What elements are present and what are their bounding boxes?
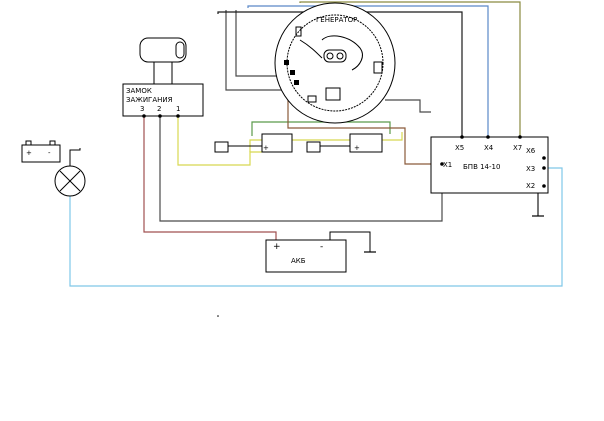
terminal-x4-pin xyxy=(486,135,490,139)
ignition-pin-1 xyxy=(176,114,180,118)
ignition-label-line1: ЗАМОК xyxy=(126,87,152,95)
ignition-pin-3 xyxy=(142,114,146,118)
battery-label: АКБ xyxy=(291,257,306,265)
generator-coil-pole-left xyxy=(326,52,334,60)
wire-generator-to-x5 xyxy=(225,10,292,91)
battery-ground-wire xyxy=(329,231,371,252)
terminal-x3-pin xyxy=(542,166,546,170)
battery-minus: - xyxy=(320,242,323,252)
ignition-body xyxy=(122,83,204,117)
generator-cam xyxy=(321,35,363,71)
battery-plus: + xyxy=(273,242,281,252)
wire-generator-right xyxy=(385,99,431,113)
wire-brown-to-x1 xyxy=(287,92,442,165)
left-battery-minus: - xyxy=(48,149,51,157)
generator-label: ГЕНЕРАТОР xyxy=(316,16,357,24)
wire-x5-rail xyxy=(235,10,280,77)
terminal-x6: X6 xyxy=(526,147,536,155)
wire-top-to-x7 xyxy=(299,1,521,137)
ignition-label-line2: ЗАЖИГАНИЯ xyxy=(126,96,173,104)
ignition-terminal-1: 1 xyxy=(176,105,180,113)
plug-cap-left: + xyxy=(214,133,293,153)
generator-terminal-strip xyxy=(284,60,299,85)
generator-link xyxy=(299,39,323,59)
terminal-x2-pin xyxy=(542,184,546,188)
left-battery-plus: + xyxy=(26,149,32,157)
generator-core xyxy=(295,26,383,103)
generator-housing xyxy=(274,2,396,124)
lamp xyxy=(54,148,86,197)
ignition-key-slot xyxy=(175,41,185,59)
generator-coil xyxy=(323,49,347,63)
controller: БПВ 14-10 X1 X5 X4 X7 X6 X3 X2 xyxy=(430,135,549,217)
plug-cap-plus: + xyxy=(354,144,360,152)
wire-ignition1-to-lights xyxy=(177,116,262,166)
ignition-terminal-2: 2 xyxy=(157,105,161,113)
ignition-key-stem xyxy=(153,61,173,85)
terminal-x3: X3 xyxy=(526,165,535,173)
left-battery-terminal-plus xyxy=(25,140,32,146)
plug-cap-right: + xyxy=(306,133,383,153)
terminal-x2: X2 xyxy=(526,182,535,190)
battery: + - АКБ xyxy=(265,231,376,273)
ignition-lock: ЗАМОК ЗАЖИГАНИЯ 3 2 1 xyxy=(122,37,204,118)
terminal-x6-pin xyxy=(542,156,546,160)
wire-lamp-to-x3 xyxy=(69,167,563,287)
plug-cap-body xyxy=(261,133,293,153)
terminal-x7-pin xyxy=(518,135,522,139)
ignition-terminal-3: 3 xyxy=(140,105,144,113)
wire-ignition3-to-battery-plus xyxy=(143,116,277,240)
plug-cap-tip xyxy=(306,141,321,153)
wire-ignition2-to-x2 xyxy=(159,116,443,222)
generator: ГЕНЕРАТОР xyxy=(274,2,396,124)
generator-terminal xyxy=(290,70,295,75)
plug-cap-tip xyxy=(214,141,229,153)
terminal-x5: X5 xyxy=(455,144,464,152)
terminal-x1-pin xyxy=(440,162,444,166)
battery-body xyxy=(265,239,347,273)
left-battery: + - xyxy=(21,140,61,163)
ignition-pin-2 xyxy=(158,114,162,118)
generator-coil-pole-right xyxy=(336,52,344,60)
terminal-x4: X4 xyxy=(484,144,494,152)
stray-dot xyxy=(217,315,219,317)
lamp-ground-lead xyxy=(69,148,81,166)
left-battery-terminal-minus xyxy=(49,140,56,146)
generator-contact-left xyxy=(295,26,302,37)
generator-terminal-small xyxy=(307,95,317,103)
generator-terminal xyxy=(284,60,289,65)
terminal-x5-pin xyxy=(460,135,464,139)
plug-cap-body xyxy=(349,133,383,153)
left-battery-body xyxy=(21,144,61,163)
terminal-x1: X1 xyxy=(443,161,452,169)
generator-terminal xyxy=(294,80,299,85)
terminal-x7: X7 xyxy=(513,144,522,152)
controller-body xyxy=(430,136,549,194)
controller-label: БПВ 14-10 xyxy=(463,163,500,171)
generator-terminal-block xyxy=(325,87,341,101)
wire-top-to-x4 xyxy=(247,5,489,137)
plug-cap-plus: + xyxy=(263,144,269,152)
generator-contact-right xyxy=(373,61,383,74)
lamp-filament xyxy=(59,170,81,192)
